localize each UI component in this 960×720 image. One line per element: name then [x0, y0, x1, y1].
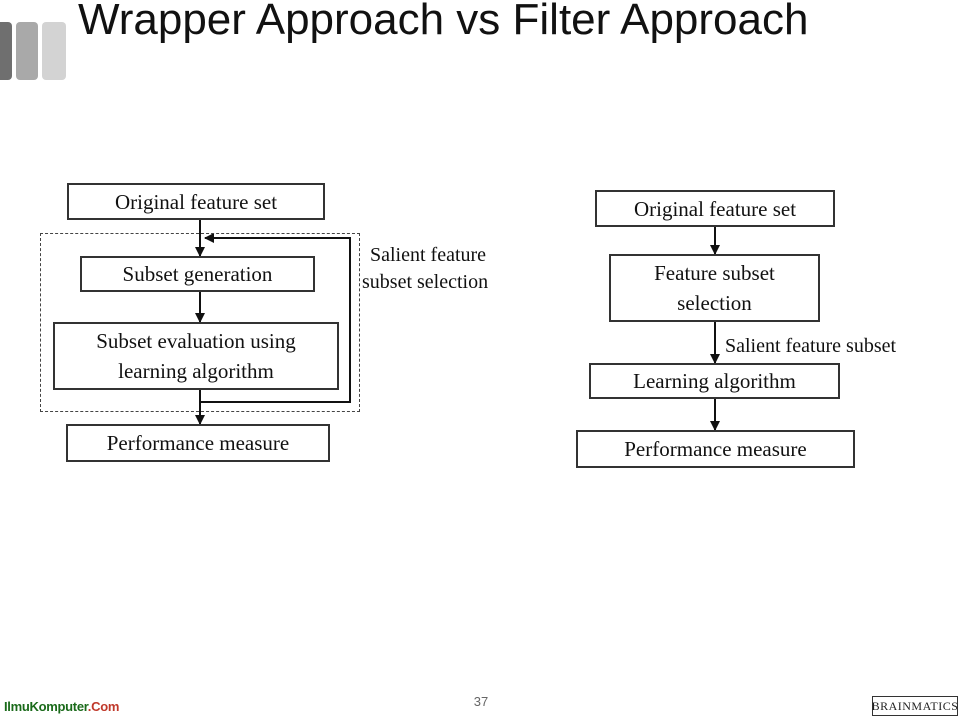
learning-algorithm-box: Learning algorithm [589, 363, 840, 399]
wrapper-original-feature-set-label: Original feature set [114, 189, 278, 214]
feature-subset-selection-label-line2: selection [677, 291, 752, 315]
filter-original-feature-set-label: Original feature set [633, 196, 797, 221]
wrapper-salient-note: Salient feature subset selection [362, 242, 488, 296]
subset-evaluation-box: Subset evaluation using learning algorit… [53, 322, 339, 390]
subset-evaluation-label-line1: Subset evaluation using [96, 329, 296, 353]
filter-salient-feature-subset-label: Salient feature subset [725, 335, 897, 357]
filter-performance-measure-label: Performance measure [624, 437, 807, 461]
wrapper-performance-measure-label: Performance measure [106, 431, 290, 455]
title-accent-bars [0, 22, 70, 82]
wrapper-salient-note-line1: Salient feature [370, 244, 487, 266]
learning-algorithm-label: Learning algorithm [633, 369, 796, 393]
accent-bar-mid [16, 22, 38, 80]
ilmukomputer-logo: IlmuKomputer.Com [4, 699, 119, 714]
slide-title: Wrapper Approach vs Filter Approach [78, 0, 809, 44]
subset-generation-box: Subset generation [80, 256, 315, 292]
accent-bar-light [42, 22, 66, 80]
wrapper-performance-measure-box: Performance measure [66, 424, 330, 462]
subset-evaluation-label-line2: learning algorithm [118, 359, 274, 383]
feature-subset-selection-label-line1: Feature subset [654, 261, 775, 285]
wrapper-feedback-loop [200, 233, 351, 403]
logo-left-part1: IlmuKomputer [4, 699, 88, 714]
filter-original-feature-set-box: Original feature set [595, 190, 835, 227]
logo-left-part2: .Com [87, 699, 120, 714]
accent-bar-dark [0, 22, 12, 80]
brainmatics-logo: BRAINMATICS [872, 696, 958, 716]
wrapper-salient-note-line2: subset selection [362, 271, 489, 293]
subset-generation-label: Subset generation [122, 262, 273, 286]
page-number: 37 [473, 694, 489, 709]
feature-subset-selection-box: Feature subset selection [609, 254, 820, 322]
wrapper-dashed-boundary [40, 233, 360, 412]
wrapper-original-feature-set-box: Original feature set [67, 183, 325, 220]
filter-performance-measure-box: Performance measure [576, 430, 855, 468]
